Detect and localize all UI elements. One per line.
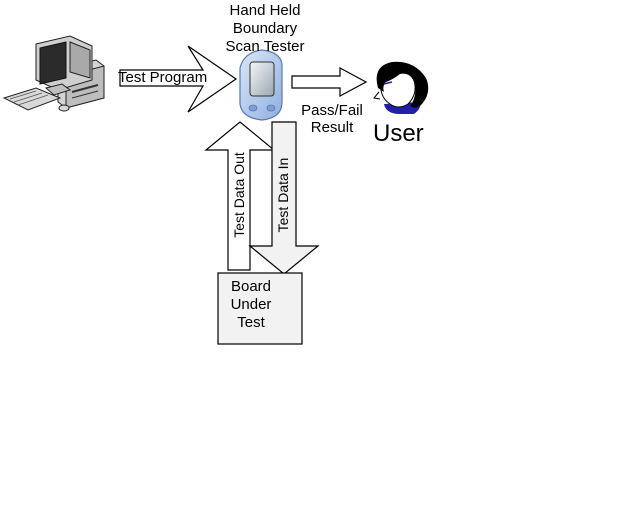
board-label: Board Under Test [218, 278, 284, 332]
pass-fail-label: Pass/Fail Result [290, 102, 374, 136]
tester-label: Hand Held Boundary Scan Tester [205, 2, 325, 56]
pda-icon [239, 49, 283, 121]
test-data-in-label: Test Data In [275, 157, 291, 233]
test-data-out-label: Test Data Out [231, 152, 247, 238]
tester-label-line1: Hand Held [229, 2, 301, 19]
board-label-line2: Under [230, 296, 272, 313]
board-label-line1: Board [230, 278, 272, 295]
test-program-label: Test Program [118, 69, 208, 86]
pass-fail-arrow [291, 66, 368, 98]
pass-fail-line1: Pass/Fail [301, 102, 363, 119]
test-data-in-arrow [248, 121, 320, 275]
pass-fail-line2: Result [310, 119, 354, 136]
user-icon [373, 61, 429, 114]
tester-label-line2: Boundary [232, 20, 298, 37]
board-label-line3: Test [237, 314, 265, 331]
test-program-arrow [119, 45, 238, 113]
board-under-test-box [217, 272, 303, 345]
computer-icon [2, 35, 105, 112]
user-label: User [373, 120, 424, 147]
tester-label-line3: Scan Tester [225, 38, 305, 55]
test-data-out-arrow [204, 121, 276, 271]
